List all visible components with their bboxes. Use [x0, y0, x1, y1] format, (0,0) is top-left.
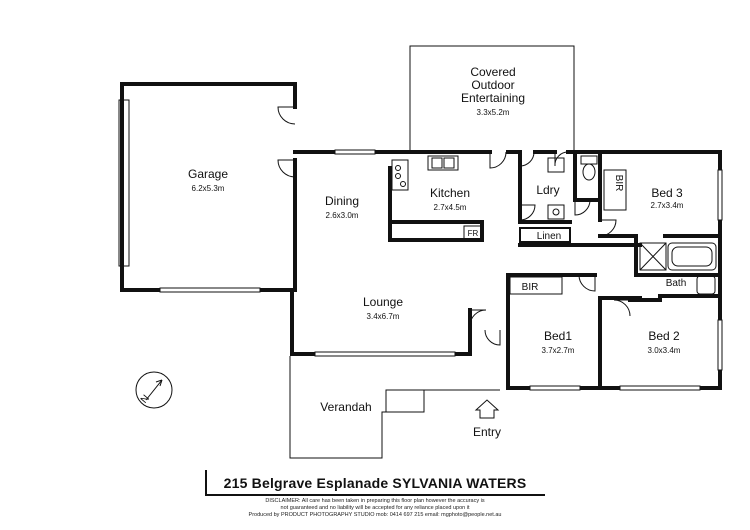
bed1-size: 3.7x2.7m: [542, 346, 575, 355]
toilet-fixture: [580, 155, 598, 181]
walls: [120, 82, 722, 390]
windows: [159, 149, 723, 391]
kitchen-fixtures: [391, 155, 459, 191]
bed2-label: Bed 2: [648, 329, 680, 343]
kitchen-size: 2.7x4.5m: [434, 203, 467, 212]
disclaimer: DISCLAIMER: All care has been taken in p…: [205, 498, 545, 519]
title-rule: [205, 494, 545, 496]
dining-size: 2.6x3.0m: [326, 211, 359, 220]
covered-label-2: Outdoor: [471, 78, 514, 92]
garage-label: Garage: [188, 167, 228, 181]
garage-size: 6.2x5.3m: [192, 184, 225, 193]
address-title: 215 Belgrave Esplanade SYLVANIA WATERS: [223, 475, 527, 491]
fr-label: FR: [468, 229, 479, 238]
bir-outlines: [463, 169, 627, 295]
bed1-label: Bed1: [544, 329, 572, 343]
laundry-fixtures: [547, 157, 565, 220]
covered-label-3: Entertaining: [461, 91, 525, 105]
floor-plan: N Covered Outdoor Entertaining 3.3x5.2m …: [118, 45, 723, 459]
bed3-size: 2.7x3.4m: [651, 201, 684, 210]
lounge-size: 3.4x6.7m: [367, 312, 400, 321]
disclaimer-line-2: not guaranteed and no liability will be …: [280, 505, 470, 511]
linen-label: Linen: [537, 231, 561, 242]
title-tick: [205, 470, 207, 494]
covered-label-1: Covered: [470, 65, 515, 79]
bir-bed3-label: BIR: [613, 175, 624, 192]
lounge-label: Lounge: [363, 295, 403, 309]
ldry-label: Ldry: [536, 183, 559, 197]
disclaimer-line-3: Produced by PRODUCT PHOTOGRAPHY STUDIO m…: [248, 512, 502, 518]
entry-label: Entry: [473, 425, 501, 439]
bed2-size: 3.0x3.4m: [648, 346, 681, 355]
verandah-label: Verandah: [320, 400, 371, 414]
disclaimer-line-1: DISCLAIMER: All care has been taken in p…: [265, 498, 485, 504]
dining-label: Dining: [325, 194, 359, 208]
bir-bed1-label: BIR: [522, 282, 539, 293]
compass-icon: [135, 371, 173, 409]
entry-arrow-icon: [474, 399, 500, 419]
covered-size: 3.3x5.2m: [477, 108, 510, 117]
bath-label: Bath: [666, 278, 687, 289]
kitchen-label: Kitchen: [430, 186, 470, 200]
bed3-label: Bed 3: [651, 186, 683, 200]
door-swings: [277, 106, 631, 346]
bath-fixtures: [639, 242, 717, 295]
